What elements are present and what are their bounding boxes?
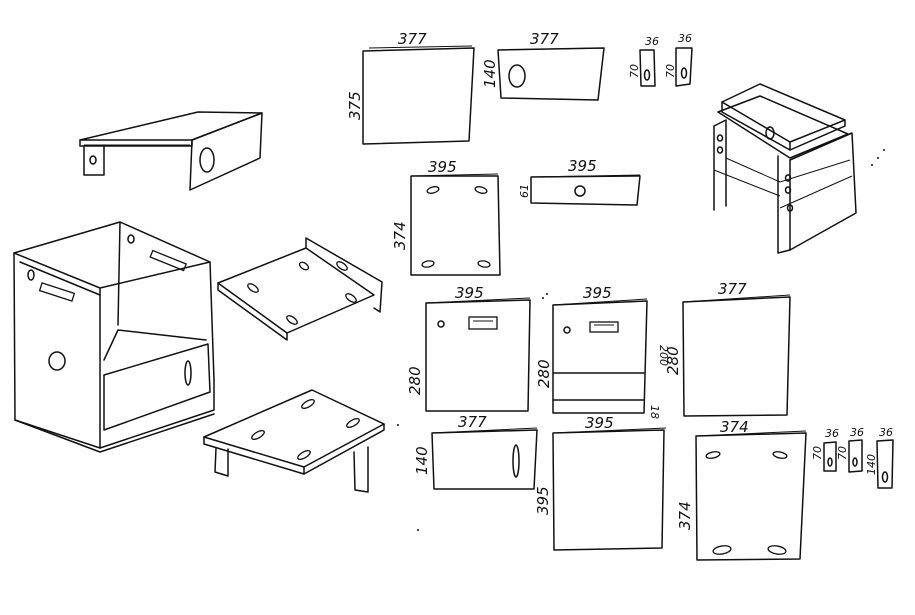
drawer-top-assembly-sketch <box>79 111 263 191</box>
panel-377x140-b: 377 140 <box>413 413 538 490</box>
block-36x70-a-width-label: 36 <box>645 35 659 48</box>
panel-374x374-height-label: 374 <box>676 501 694 530</box>
tray-sketch <box>217 237 383 341</box>
panel-377x140-height-label: 140 <box>481 59 499 88</box>
stray-marks <box>397 149 885 531</box>
open-box-sketch <box>13 221 215 453</box>
panel-395x374-height-label: 374 <box>391 221 409 250</box>
block-36x70-c: 36 70 <box>811 427 839 472</box>
panel-395x61-height-label: 61 <box>518 184 531 198</box>
assembled-unit-sketch <box>713 83 857 254</box>
panel-377x280-height-label: 280 <box>664 346 682 375</box>
panel-377x280: 377 280 <box>664 280 791 417</box>
panel-395x280-height-label: 280 <box>406 366 424 395</box>
shelf-sketch <box>203 389 385 493</box>
block-36x70-b: 36 70 <box>664 32 693 87</box>
panel-377x280-width-label: 377 <box>718 280 747 298</box>
panel-377x140-b-height-label: 140 <box>413 446 431 475</box>
block-36x70-d-width-label: 36 <box>850 426 864 439</box>
panel-377x375-height-label: 375 <box>346 91 364 120</box>
block-36x70-c-width-label: 36 <box>825 427 839 440</box>
panel-395x395-width-label: 395 <box>585 414 614 432</box>
panel-374x374: 374 374 <box>676 418 807 561</box>
panel-395x280-divided-height-label: 280 <box>535 359 553 388</box>
panel-395x280-divided-width-label: 395 <box>583 284 612 302</box>
block-36x140-width-label: 36 <box>879 426 893 439</box>
panel-395x280-width-label: 395 <box>455 284 484 302</box>
block-36x70-d: 36 70 <box>836 426 864 473</box>
panel-395x280-divided: 395 280 200 18 <box>535 284 670 419</box>
panel-377x375: 377 375 <box>346 30 475 145</box>
block-36x70-b-height-label: 70 <box>664 64 677 78</box>
block-36x140: 36 140 <box>865 426 894 489</box>
panel-374x374-width-label: 374 <box>720 418 749 436</box>
panel-377x375-width-label: 377 <box>398 30 427 48</box>
block-36x70-d-height-label: 70 <box>836 446 849 460</box>
panel-395x374-width-label: 395 <box>428 158 457 176</box>
block-36x70-a-height-label: 70 <box>628 64 641 78</box>
panel-395x61: 395 61 <box>518 157 641 206</box>
panel-395x395-height-label: 395 <box>534 486 552 515</box>
panel-377x140-b-width-label: 377 <box>458 413 487 431</box>
panel-395x280: 395 280 <box>406 284 531 412</box>
panel-395x395: 395 395 <box>534 414 667 551</box>
panel-395x280-divided-bottom-label: 18 <box>648 405 661 419</box>
block-36x70-b-width-label: 36 <box>678 32 692 45</box>
panel-377x140: 377 140 <box>481 30 605 101</box>
panel-395x374: 395 374 <box>391 158 501 276</box>
block-36x70-a: 36 70 <box>628 35 659 87</box>
block-36x140-height-label: 140 <box>865 454 878 475</box>
panel-395x280-divided-upper-label: 200 <box>657 345 670 366</box>
panel-377x140-width-label: 377 <box>530 30 559 48</box>
block-36x70-c-height-label: 70 <box>811 446 824 460</box>
panel-395x61-width-label: 395 <box>568 157 597 175</box>
